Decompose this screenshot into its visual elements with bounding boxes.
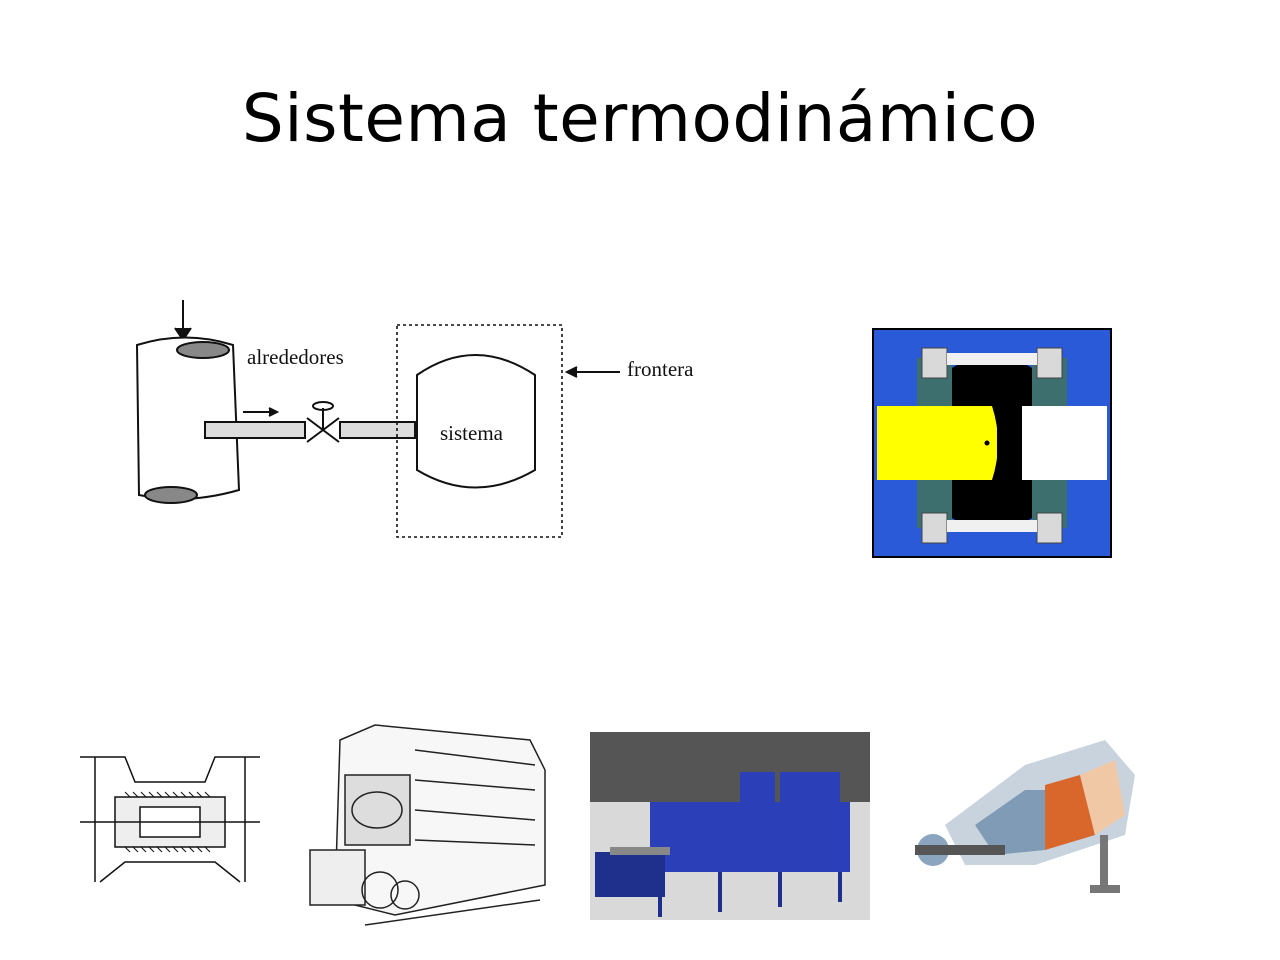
turbine-section-drawing — [80, 756, 260, 883]
valve-cross-section-image — [872, 328, 1112, 558]
label-boundary: frontera — [627, 357, 694, 381]
label-system: sistema — [440, 421, 504, 445]
gas-turbine-cutaway-image — [915, 740, 1135, 893]
label-surroundings: alrededores — [247, 345, 344, 369]
industrial-oven-photo — [590, 732, 870, 920]
slide-title: Sistema termodinámico — [241, 80, 1039, 157]
boiler-drawing — [309, 724, 546, 926]
system-boundary-diagram: alrededores sistema frontera — [135, 300, 694, 538]
